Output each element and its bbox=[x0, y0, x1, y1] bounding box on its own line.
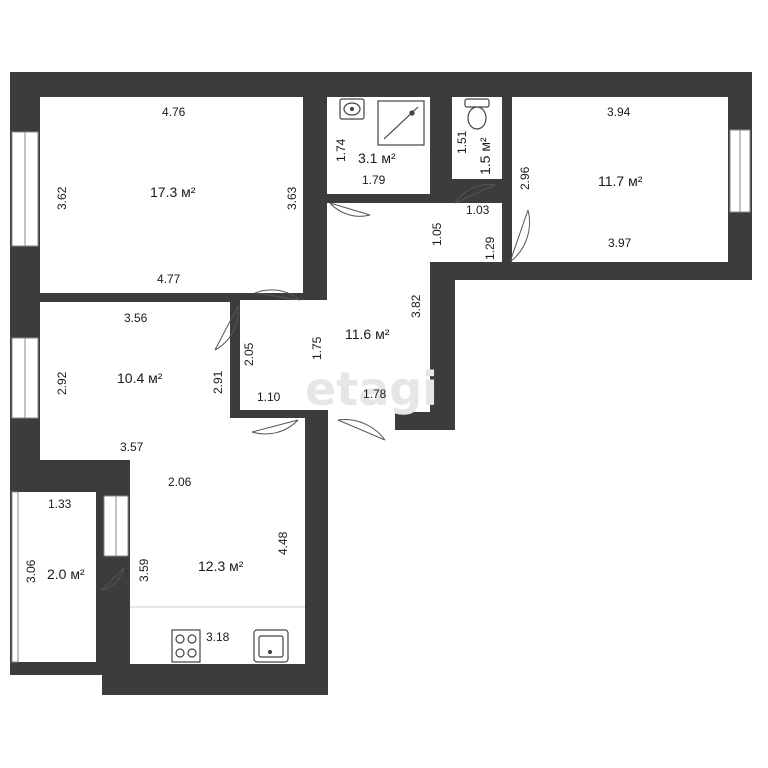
bathroom-width-dim: 1.79 bbox=[362, 173, 386, 187]
doors bbox=[101, 184, 531, 591]
bathroom-height-dim: 1.74 bbox=[334, 138, 348, 162]
hall-dim-5: 1.78 bbox=[363, 387, 387, 401]
bedroom-big-bottom-dim: 4.77 bbox=[157, 272, 181, 286]
door-bedroom-big bbox=[254, 289, 301, 301]
bedroom-mid-right-dim: 2.91 bbox=[211, 370, 225, 394]
fixtures bbox=[171, 98, 490, 663]
watermark: etagi bbox=[305, 362, 438, 416]
toilet-width-dim: 1.03 bbox=[466, 203, 490, 217]
room-hall bbox=[240, 203, 502, 412]
kitchen-left-dim: 3.59 bbox=[137, 558, 151, 582]
room-balcony bbox=[18, 492, 98, 662]
bedroom-big-right-dim: 3.63 bbox=[285, 186, 299, 210]
window-balcony bbox=[11, 491, 19, 663]
door-bathroom bbox=[329, 202, 371, 217]
hall-dim-7: 1.10 bbox=[257, 390, 281, 404]
door-bedroom-right bbox=[509, 209, 531, 263]
balcony-left-dim: 3.06 bbox=[24, 559, 38, 583]
door-toilet bbox=[454, 184, 496, 204]
door-entrance bbox=[337, 419, 386, 441]
bedroom-mid-top-dim: 3.56 bbox=[124, 311, 148, 325]
bedroom-big-top-dim: 4.76 bbox=[162, 105, 186, 119]
door-bedroom-mid bbox=[214, 305, 239, 351]
room-hall-lower bbox=[240, 300, 328, 410]
hall-dim-2: 1.29 bbox=[483, 236, 497, 260]
bedroom-mid-left-dim: 2.92 bbox=[55, 371, 69, 395]
kitchen-right-dim: 4.48 bbox=[276, 531, 290, 555]
windows bbox=[11, 129, 751, 663]
balcony-top-dim: 1.33 bbox=[48, 497, 72, 511]
bedroom-right-area: 11.7 м² bbox=[598, 173, 643, 189]
door-kitchen bbox=[251, 419, 299, 435]
room-bedroom-right bbox=[512, 97, 728, 262]
toilet-icon bbox=[464, 98, 490, 130]
bedroom-right-top-dim: 3.94 bbox=[607, 105, 631, 119]
hall-area: 11.6 м² bbox=[345, 326, 390, 342]
hall-dim-4: 1.75 bbox=[310, 336, 324, 360]
bedroom-mid-bottom-dim: 3.57 bbox=[120, 440, 144, 454]
toilet-area: 1.5 м² bbox=[477, 137, 493, 175]
bathroom-area: 3.1 м² bbox=[358, 150, 396, 166]
bedroom-big-area: 17.3 м² bbox=[150, 184, 196, 200]
bedroom-right-left-dim: 2.96 bbox=[518, 166, 532, 190]
room-bedroom-big bbox=[40, 97, 303, 293]
shower-icon bbox=[377, 100, 425, 146]
bedroom-big-left-dim: 3.62 bbox=[55, 186, 69, 210]
kitchen-bottom-dim: 3.18 bbox=[206, 630, 230, 644]
bedroom-right-bottom-dim: 3.97 bbox=[608, 236, 632, 250]
hall-dim-1: 1.05 bbox=[430, 222, 444, 246]
balcony-area: 2.0 м² bbox=[47, 566, 85, 582]
kitchen-area: 12.3 м² bbox=[198, 558, 244, 574]
toilet-height-dim: 1.51 bbox=[455, 130, 469, 154]
bedroom-mid-area: 10.4 м² bbox=[117, 370, 163, 386]
stove-icon bbox=[171, 629, 201, 663]
door-balcony bbox=[101, 567, 125, 591]
kitchen-sink-icon bbox=[253, 629, 289, 663]
hall-dim-6: 2.05 bbox=[242, 342, 256, 366]
hall-dim-3: 3.82 bbox=[409, 294, 423, 318]
room-kitchen bbox=[130, 418, 305, 664]
kitchen-top-dim: 2.06 bbox=[168, 475, 192, 489]
sink-icon bbox=[339, 98, 365, 120]
